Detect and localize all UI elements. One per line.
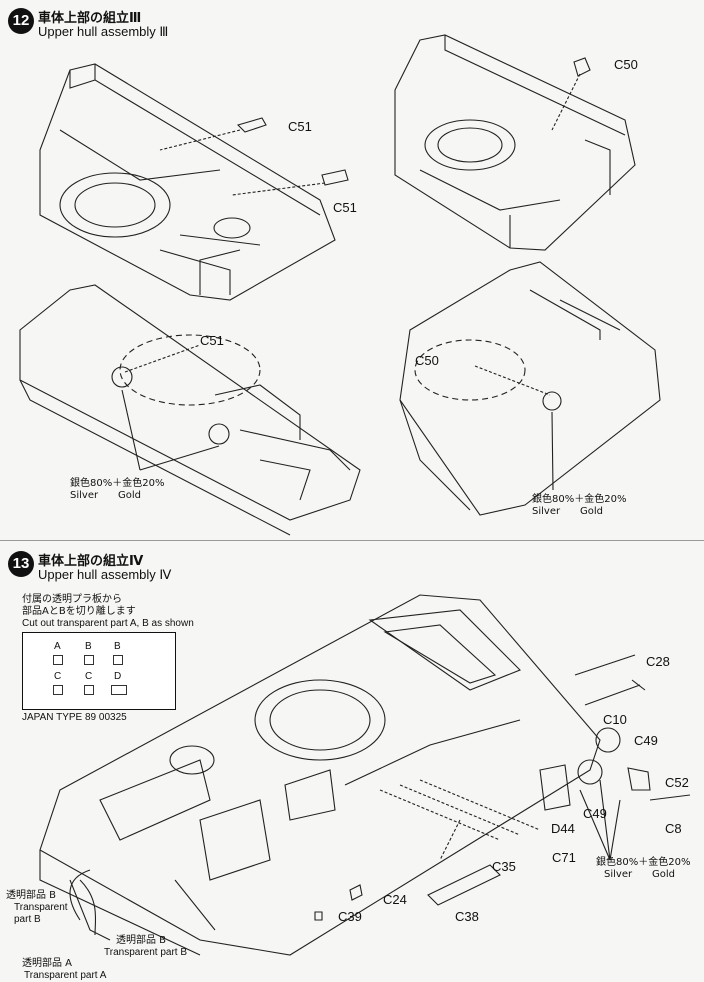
label-c8: C8 (665, 821, 682, 836)
label-d44: D44 (551, 821, 575, 836)
label-c50-top: C50 (614, 57, 638, 72)
paint-note-right-gold: Gold (580, 506, 603, 517)
transparent-a-jp: 透明部品 A (22, 958, 73, 969)
part-c51-top (236, 117, 267, 133)
label-c71: C71 (552, 850, 576, 865)
label-c51-mid: C51 (333, 200, 357, 215)
transparent-b2-jp: 透明部品 B (116, 935, 167, 946)
label-c39: C39 (338, 909, 362, 924)
transparent-b-jp: 透明部品 B (6, 890, 57, 901)
step-12-number: 12 (8, 8, 34, 34)
label-c49-top: C49 (634, 733, 658, 748)
paint-note-13-gold: Gold (652, 869, 675, 880)
transparent-b-en-2: part B (14, 914, 41, 925)
section-divider (0, 540, 704, 541)
cutout-cell-c1: C (54, 671, 62, 682)
cutout-cell-a: A (54, 641, 61, 652)
cutout-code: JAPAN TYPE 89 00325 (22, 712, 127, 723)
step-13-title-jp: 車体上部の組立Ⅳ (38, 554, 144, 569)
paint-note-left-gold: Gold (118, 490, 141, 501)
part-c51-mid (321, 169, 349, 186)
part-d44 (539, 764, 571, 811)
label-c38: C38 (455, 909, 479, 924)
part-c10 (584, 679, 646, 706)
cutout-diagram: A B B C C D (22, 632, 176, 710)
transparent-b2-en: Transparent part B (104, 947, 188, 958)
part-c52 (627, 767, 651, 791)
part-c49-top (595, 727, 621, 753)
label-c50-bottom: C50 (415, 353, 439, 368)
part-c28 (574, 654, 636, 676)
part-c50-top (573, 57, 591, 77)
label-c52: C52 (665, 775, 689, 790)
step-12-title-en: Upper hull assembly Ⅲ (38, 24, 169, 39)
label-c51-top: C51 (288, 119, 312, 134)
hull-interior-left (39, 63, 336, 301)
label-c24: C24 (383, 892, 407, 907)
hull-interior-right (394, 34, 636, 251)
part-c39 (314, 911, 323, 921)
label-c35: C35 (492, 859, 516, 874)
paint-note-13-silver: Silver (604, 869, 633, 880)
part-c38 (427, 864, 501, 906)
transparent-b-en-1: Transparent (14, 902, 68, 913)
cutout-cell-b2: B (114, 641, 121, 652)
step-13-title-en: Upper hull assembly Ⅳ (38, 567, 172, 582)
label-c28: C28 (646, 654, 670, 669)
label-c10: C10 (603, 712, 627, 727)
part-c49-bottom (577, 759, 603, 785)
transparent-a-en: Transparent part A (24, 970, 107, 981)
label-c51-bottom: C51 (200, 333, 224, 348)
cutout-cell-b1: B (85, 641, 92, 652)
hull-exterior-right (399, 261, 661, 516)
step-12-title-jp: 車体上部の組立Ⅲ (38, 11, 142, 26)
paint-note-right-silver: Silver (532, 506, 561, 517)
cutout-note-jp-1: 付属の透明プラ板から (22, 594, 122, 605)
paint-note-left-silver: Silver (70, 490, 99, 501)
hull-main-step13 (39, 594, 601, 956)
cutout-note-jp-2: 部品AとBを切り離します (22, 606, 136, 617)
part-c8 (649, 794, 691, 801)
step-13-number: 13 (8, 551, 34, 577)
paint-note-left-jp: 銀色80%＋金色20% (70, 478, 165, 489)
hull-exterior-left (19, 284, 361, 536)
paint-note-right-jp: 銀色80%＋金色20% (532, 494, 627, 505)
label-c49-bottom: C49 (583, 806, 607, 821)
cutout-cell-c2: C (85, 671, 93, 682)
paint-note-13-jp: 銀色80%＋金色20% (596, 857, 691, 868)
cutout-cell-d: D (114, 671, 122, 682)
part-c24 (349, 884, 363, 901)
cutout-note-en: Cut out transparent part A, B as shown (22, 618, 194, 629)
